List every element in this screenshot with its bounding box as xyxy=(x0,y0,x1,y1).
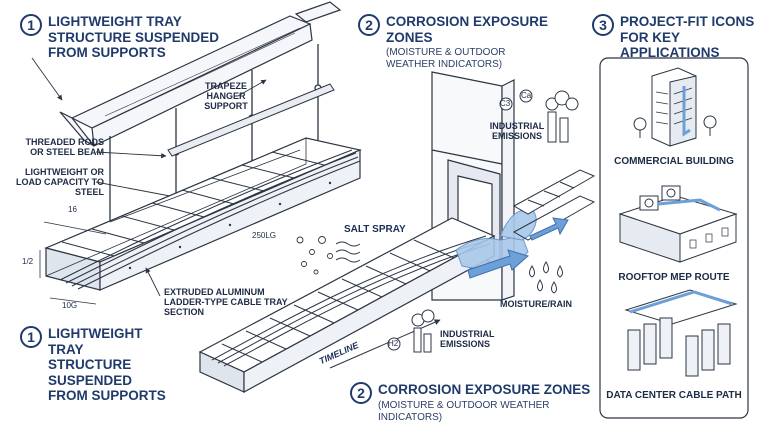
section-1-title: LIGHTWEIGHT TRAY STRUCTURE SUSPENDED FRO… xyxy=(48,14,220,61)
chem-h2-label: H2 xyxy=(388,339,399,348)
app-data-center-label: DATA CENTER CABLE PATH xyxy=(606,390,742,401)
section-3-title: PROJECT-FIT ICONS FOR KEY APPLICATIONS xyxy=(620,14,755,61)
steel-beam xyxy=(59,1,342,147)
salt-spray-icon xyxy=(296,236,361,275)
load-capacity-label: LIGHTWEIGHT OR LOAD CAPACITY TO STEEL xyxy=(15,167,104,197)
app-commercial-building-label: COMMERCIAL BUILDING xyxy=(614,156,734,167)
salt-spray-label: SALT SPRAY xyxy=(344,224,406,235)
rooftop-hvac-icon xyxy=(618,185,738,263)
section-2-header: 2 CORROSION EXPOSURE ZONES (MOISTURE & O… xyxy=(358,14,578,71)
timeline-arrow xyxy=(329,319,441,369)
industrial-emissions-label-top: INDUSTRIAL EMISSIONS xyxy=(489,121,545,141)
app-rooftop-mep-label: ROOFTOP MEP ROUTE xyxy=(618,272,730,283)
section-3-number: 3 xyxy=(592,14,614,36)
section-2-subtitle: (MOISTURE & OUTDOOR WEATHER INDICATORS) xyxy=(386,47,506,71)
section-2-subtitle-bottom: (MOISTURE & OUTDOOR WEATHER INDICATORS) xyxy=(378,399,550,423)
factory-smoke-icon-top xyxy=(499,89,579,143)
chem-c3-label: C3 xyxy=(500,99,511,108)
cable-tray-left xyxy=(44,137,362,291)
section-2-number-bottom: 2 xyxy=(350,382,372,404)
rain-drops-icon xyxy=(529,261,563,294)
chem-ca-label: Ca xyxy=(521,91,532,100)
section-2-title-bottom: CORROSION EXPOSURE ZONES xyxy=(378,382,591,397)
section-1-header-bottom: 1 LIGHTWEIGHT TRAY STRUCTURE SUSPENDED F… xyxy=(20,326,170,404)
factory-smoke-icon-bottom xyxy=(387,309,435,353)
extruded-tray-label: EXTRUDED ALUMINUM LADDER-TYPE CABLE TRAY… xyxy=(164,287,288,317)
section-1-number: 1 xyxy=(20,14,42,36)
threaded-rods-label: THREADED RODS OR STEEL BEAM xyxy=(25,137,104,157)
industrial-emissions-label-bottom: INDUSTRIAL EMISSIONS xyxy=(440,329,495,349)
office-building-icon xyxy=(633,67,717,147)
section-1-header: 1 LIGHTWEIGHT TRAY STRUCTURE SUSPENDED F… xyxy=(20,14,230,61)
cable-tray-outdoor xyxy=(512,169,596,241)
dimension-16-label: 16 xyxy=(68,205,77,214)
trapeze-crossbar xyxy=(167,83,335,157)
exposure-arrows xyxy=(467,217,569,279)
moisture-rain-label: MOISTURE/RAIN xyxy=(500,299,572,309)
section-1-number-bottom: 1 xyxy=(20,326,42,348)
dimension-12-label: 1/2 xyxy=(22,257,34,266)
section-2-number: 2 xyxy=(358,14,380,36)
section-3-header: 3 PROJECT-FIT ICONS FOR KEY APPLICATIONS xyxy=(592,14,762,61)
trapeze-hanger-label: TRAPEZE HANGER SUPPORT xyxy=(204,81,248,111)
dimension-lines xyxy=(39,149,301,305)
section-1-title-bottom: LIGHTWEIGHT TRAY STRUCTURE SUSPENDED FRO… xyxy=(48,326,166,404)
leader-lines-left xyxy=(31,57,267,297)
server-racks-icon xyxy=(624,289,738,377)
applications-panel xyxy=(599,57,749,419)
dimension-250lg-label: 250LG xyxy=(252,231,277,240)
section-2-header-bottom: 2 CORROSION EXPOSURE ZONES (MOISTURE & O… xyxy=(350,382,600,424)
section-2-title: CORROSION EXPOSURE ZONES xyxy=(386,14,549,45)
dimension-10g-label: 10G xyxy=(62,301,78,310)
